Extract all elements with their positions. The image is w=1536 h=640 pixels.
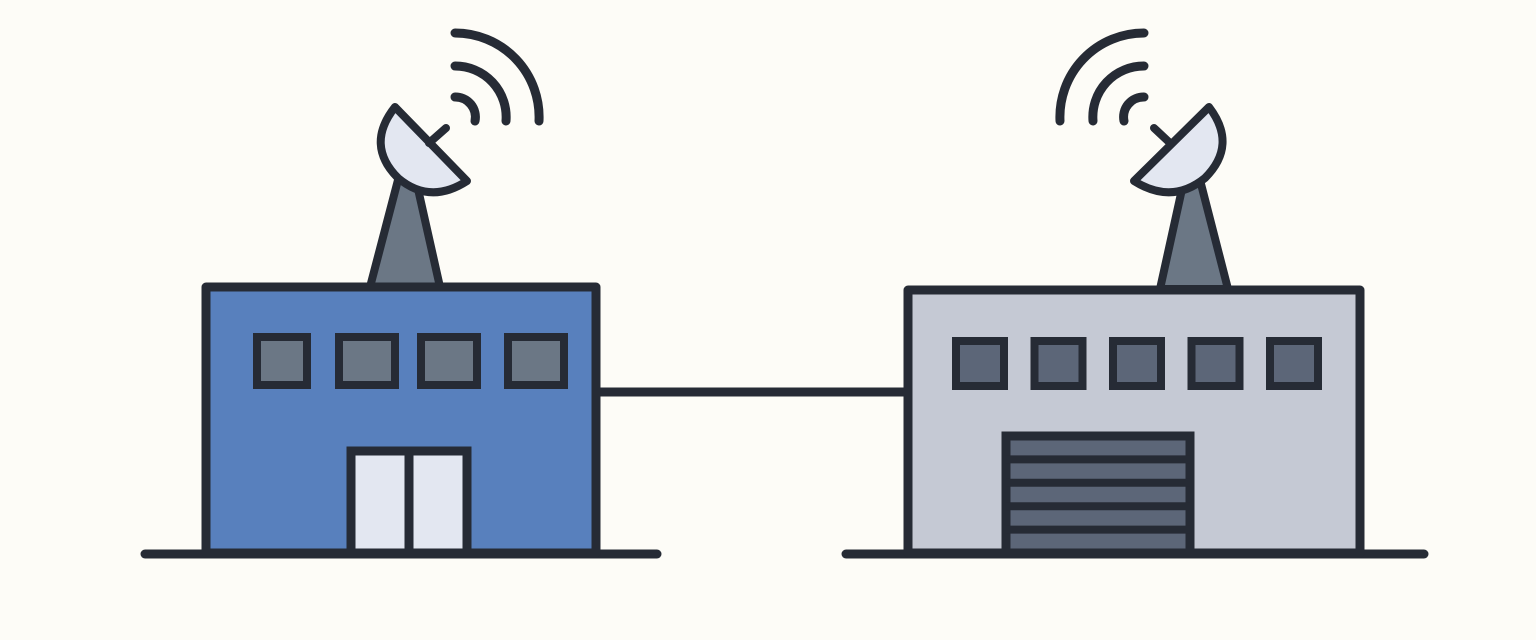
right-satellite-dish-icon	[1130, 103, 1227, 197]
garage-door-slats	[1006, 455, 1190, 534]
warehouse-window	[1109, 337, 1165, 390]
right-antenna-mast	[1156, 176, 1232, 293]
warehouse-window	[1266, 337, 1322, 390]
office-window	[417, 333, 481, 389]
office-window	[253, 333, 311, 389]
warehouse-window	[952, 337, 1008, 390]
left-satellite-dish-icon	[376, 103, 471, 197]
warehouse-windows	[952, 337, 1322, 390]
office-windows	[253, 333, 568, 389]
office-window	[504, 333, 568, 389]
office-window	[335, 333, 399, 389]
warehouse-window	[1187, 337, 1244, 390]
office-double-door	[346, 446, 472, 558]
warehouse-icon	[903, 28, 1365, 558]
left-wifi-signal-waves-icon	[450, 28, 544, 126]
warehouse-window	[1030, 337, 1087, 390]
right-wifi-signal-waves-icon	[1055, 28, 1149, 126]
office-building-icon	[201, 28, 601, 558]
warehouse-garage-door	[1001, 431, 1195, 558]
